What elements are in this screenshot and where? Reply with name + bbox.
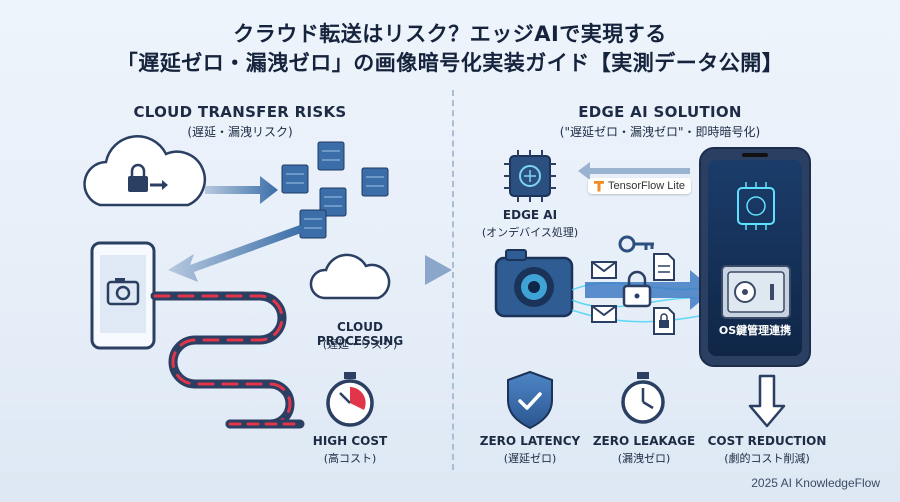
benefit-zero-latency-sub: (遅延ゼロ) [503,452,557,465]
cloud-icon [309,253,391,300]
document-lock-icon [653,307,675,335]
benefit-cost-reduction-sub: (劇的コスト削減) [724,452,810,465]
mail-icon-2 [591,305,617,323]
cloud-processing-sub: (遅延・リスク) [322,338,398,351]
right-heading: EDGE AI SOLUTION [578,103,742,121]
tensorflow-badge: TensorFlow Lite [588,178,692,194]
chip-icon [504,150,556,202]
section-divider [452,90,454,470]
benefit-zero-leakage-label: ZERO LEAKAGE [592,434,696,448]
phone-camera-icon [90,241,156,350]
server-cluster-icon [281,141,389,239]
document-icon [653,253,675,281]
os-key-management-label: OS鍵管理連携 [718,324,792,337]
return-arrow [168,225,304,282]
camera-icon [494,249,574,318]
safe-icon [721,265,791,319]
key-icon [618,235,654,253]
transfer-arrow [205,176,278,204]
stopwatch-icon-right [621,372,665,424]
cloud-lock-icon [83,135,206,207]
right-subheading: ("遅延ゼロ・漏洩ゼロ"・即時暗号化) [559,125,761,139]
high-cost-sub: (高コスト) [323,452,377,465]
benefit-zero-latency-label: ZERO LATENCY [479,434,581,448]
benefit-zero-leakage-sub: (漏洩ゼロ) [617,452,671,465]
left-heading: CLOUD TRANSFER RISKS [133,103,347,121]
benefit-cost-reduction-label: COST REDUCTION [707,434,827,448]
feedback-arrow [578,162,690,180]
mail-icon [591,261,617,279]
high-cost-label: HIGH COST [312,434,388,448]
left-subheading: (遅延・漏洩リスク) [187,125,293,139]
risk-pipeline [150,291,305,429]
footer-credit: 2025 AI KnowledgeFlow [751,476,880,490]
padlock-icon [622,270,652,308]
center-arrow [425,255,452,285]
tensorflow-logo-icon [594,180,604,192]
page-title-line1: クラウド転送はリスク？エッジAIで実現する [233,22,667,46]
tensorflow-badge-label: TensorFlow Lite [608,180,686,192]
arrow-down-icon [748,374,786,428]
shield-check-icon [507,370,553,430]
edge-ai-label: EDGE AI [502,208,558,222]
cloud-processing-label: CLOUD PROCESSING [316,320,404,348]
page-title-line2: 「遅延ゼロ・漏洩ゼロ」の画像暗号化実装ガイド【実測データ公開】 [116,51,784,75]
stopwatch-icon [326,372,374,427]
edge-ai-sub: (オンデバイス処理) [481,226,579,239]
